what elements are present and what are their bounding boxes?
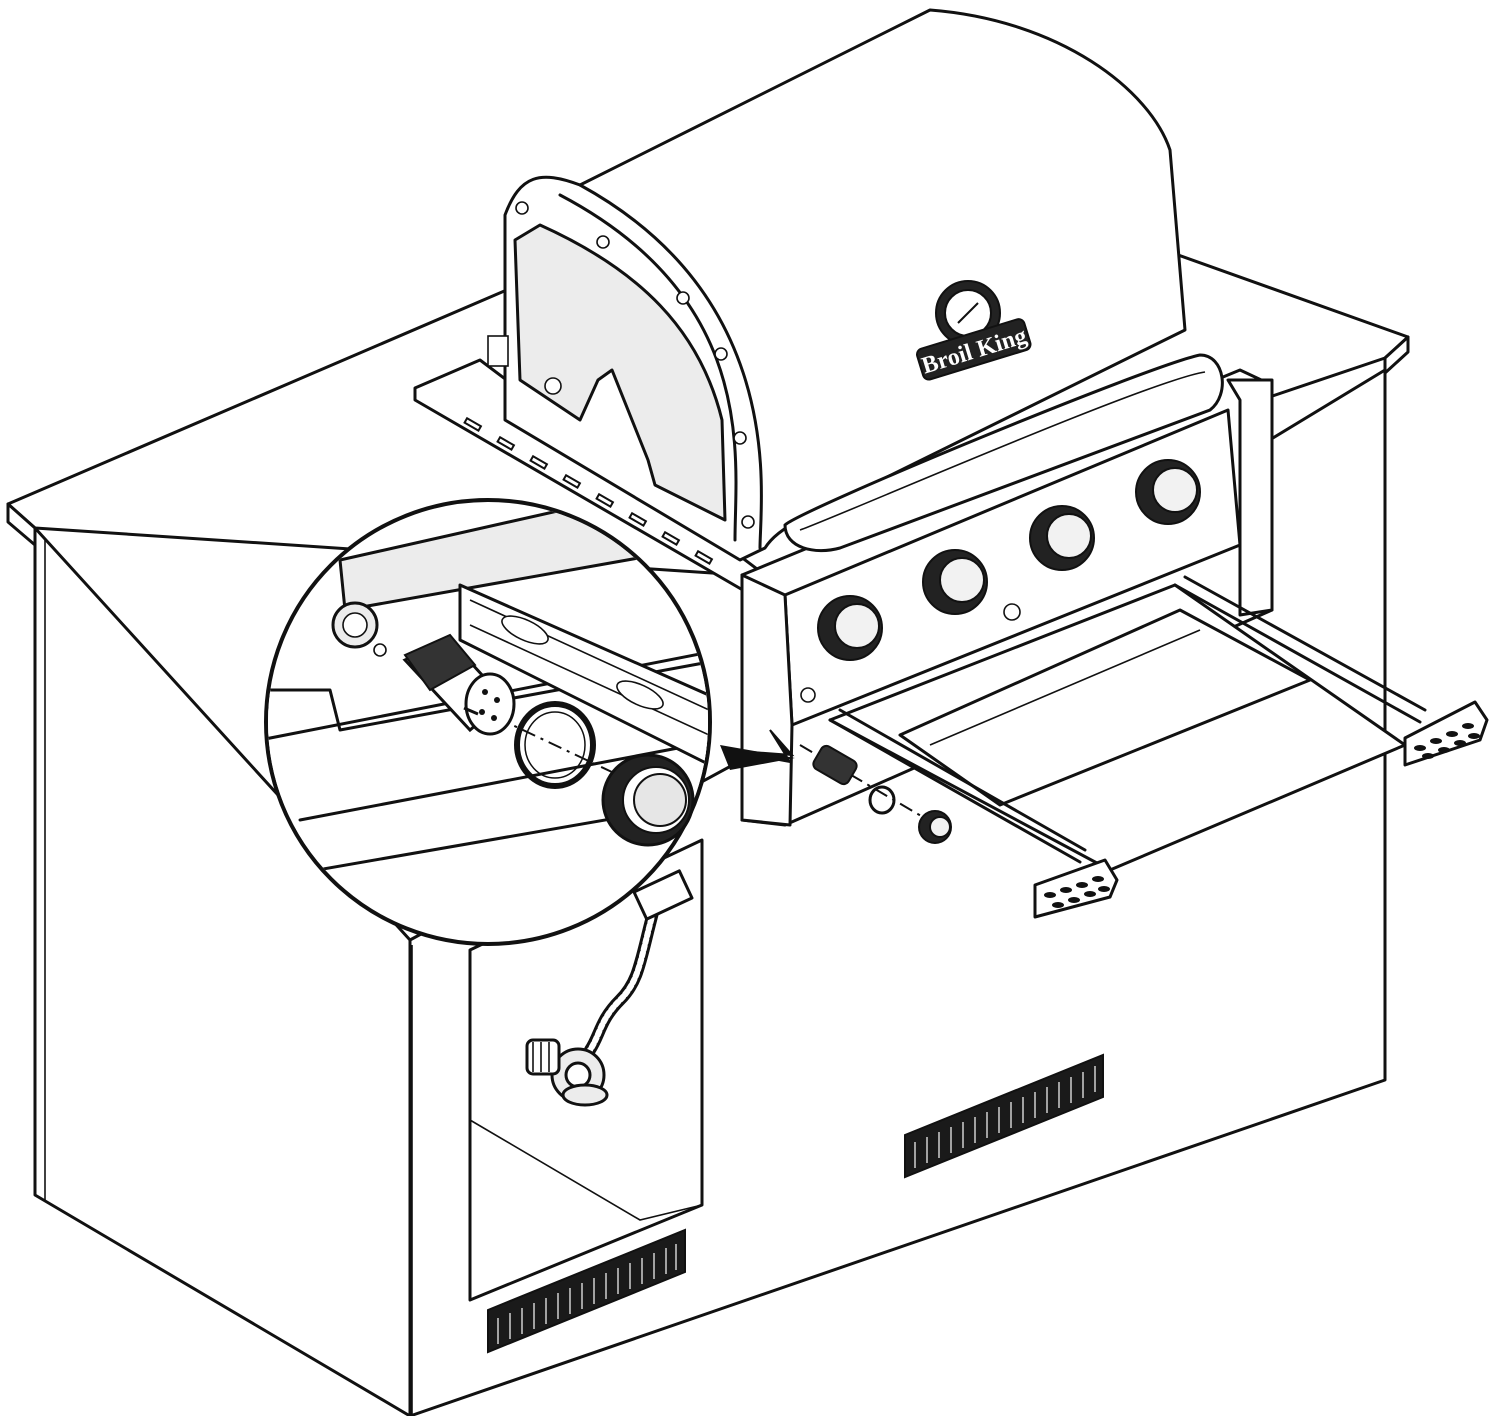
vent-grille-right [904, 1053, 1104, 1179]
grill-right-post [1226, 378, 1274, 617]
control-knob-1 [817, 595, 883, 661]
valve-sleeve-large [402, 633, 516, 736]
vent-grille-left [487, 1228, 686, 1354]
plate-holes-right [1414, 723, 1480, 759]
lid-handle [783, 353, 1224, 553]
magnifier-circle-icon [264, 498, 712, 946]
arrow-icon [720, 729, 795, 770]
drawer-rail-right-inner [1183, 575, 1427, 712]
ignition-button [1003, 603, 1021, 621]
drip-tray-drawer [828, 575, 1489, 919]
lid-hinge-latch [487, 335, 509, 367]
drawer-rail-left [828, 718, 1082, 864]
gas-regulator-assembly [525, 869, 694, 1107]
o-ring-large [514, 701, 596, 789]
grill-side-body [740, 573, 794, 827]
control-knob-2 [922, 549, 988, 615]
control-knob-4 [1135, 459, 1201, 525]
valve-sleeve [812, 744, 858, 786]
o-ring-small [868, 785, 896, 815]
replacement-knob-small [918, 810, 952, 844]
trim-slots [463, 416, 714, 565]
control-knob-3 [1029, 505, 1095, 571]
countertop-right-edge [1383, 335, 1410, 375]
regulator-handwheel [525, 1038, 561, 1076]
grill-head: Broil King [413, 8, 1274, 827]
drawer-rail-left-inner [838, 708, 1087, 852]
drawer-rail-right [1173, 583, 1422, 724]
lid-rim-curve [558, 193, 738, 542]
replacement-knob-large [601, 753, 695, 847]
exploded-parts-small [799, 744, 952, 844]
lid-front-curve [578, 183, 763, 550]
lid-rivets [515, 201, 755, 529]
drawer-front-plate-right [1403, 700, 1489, 767]
opening-inner-edge [469, 1119, 703, 1221]
indicator-light [800, 687, 816, 703]
plate-holes-left [1044, 876, 1110, 908]
lid-side-window [513, 223, 727, 522]
